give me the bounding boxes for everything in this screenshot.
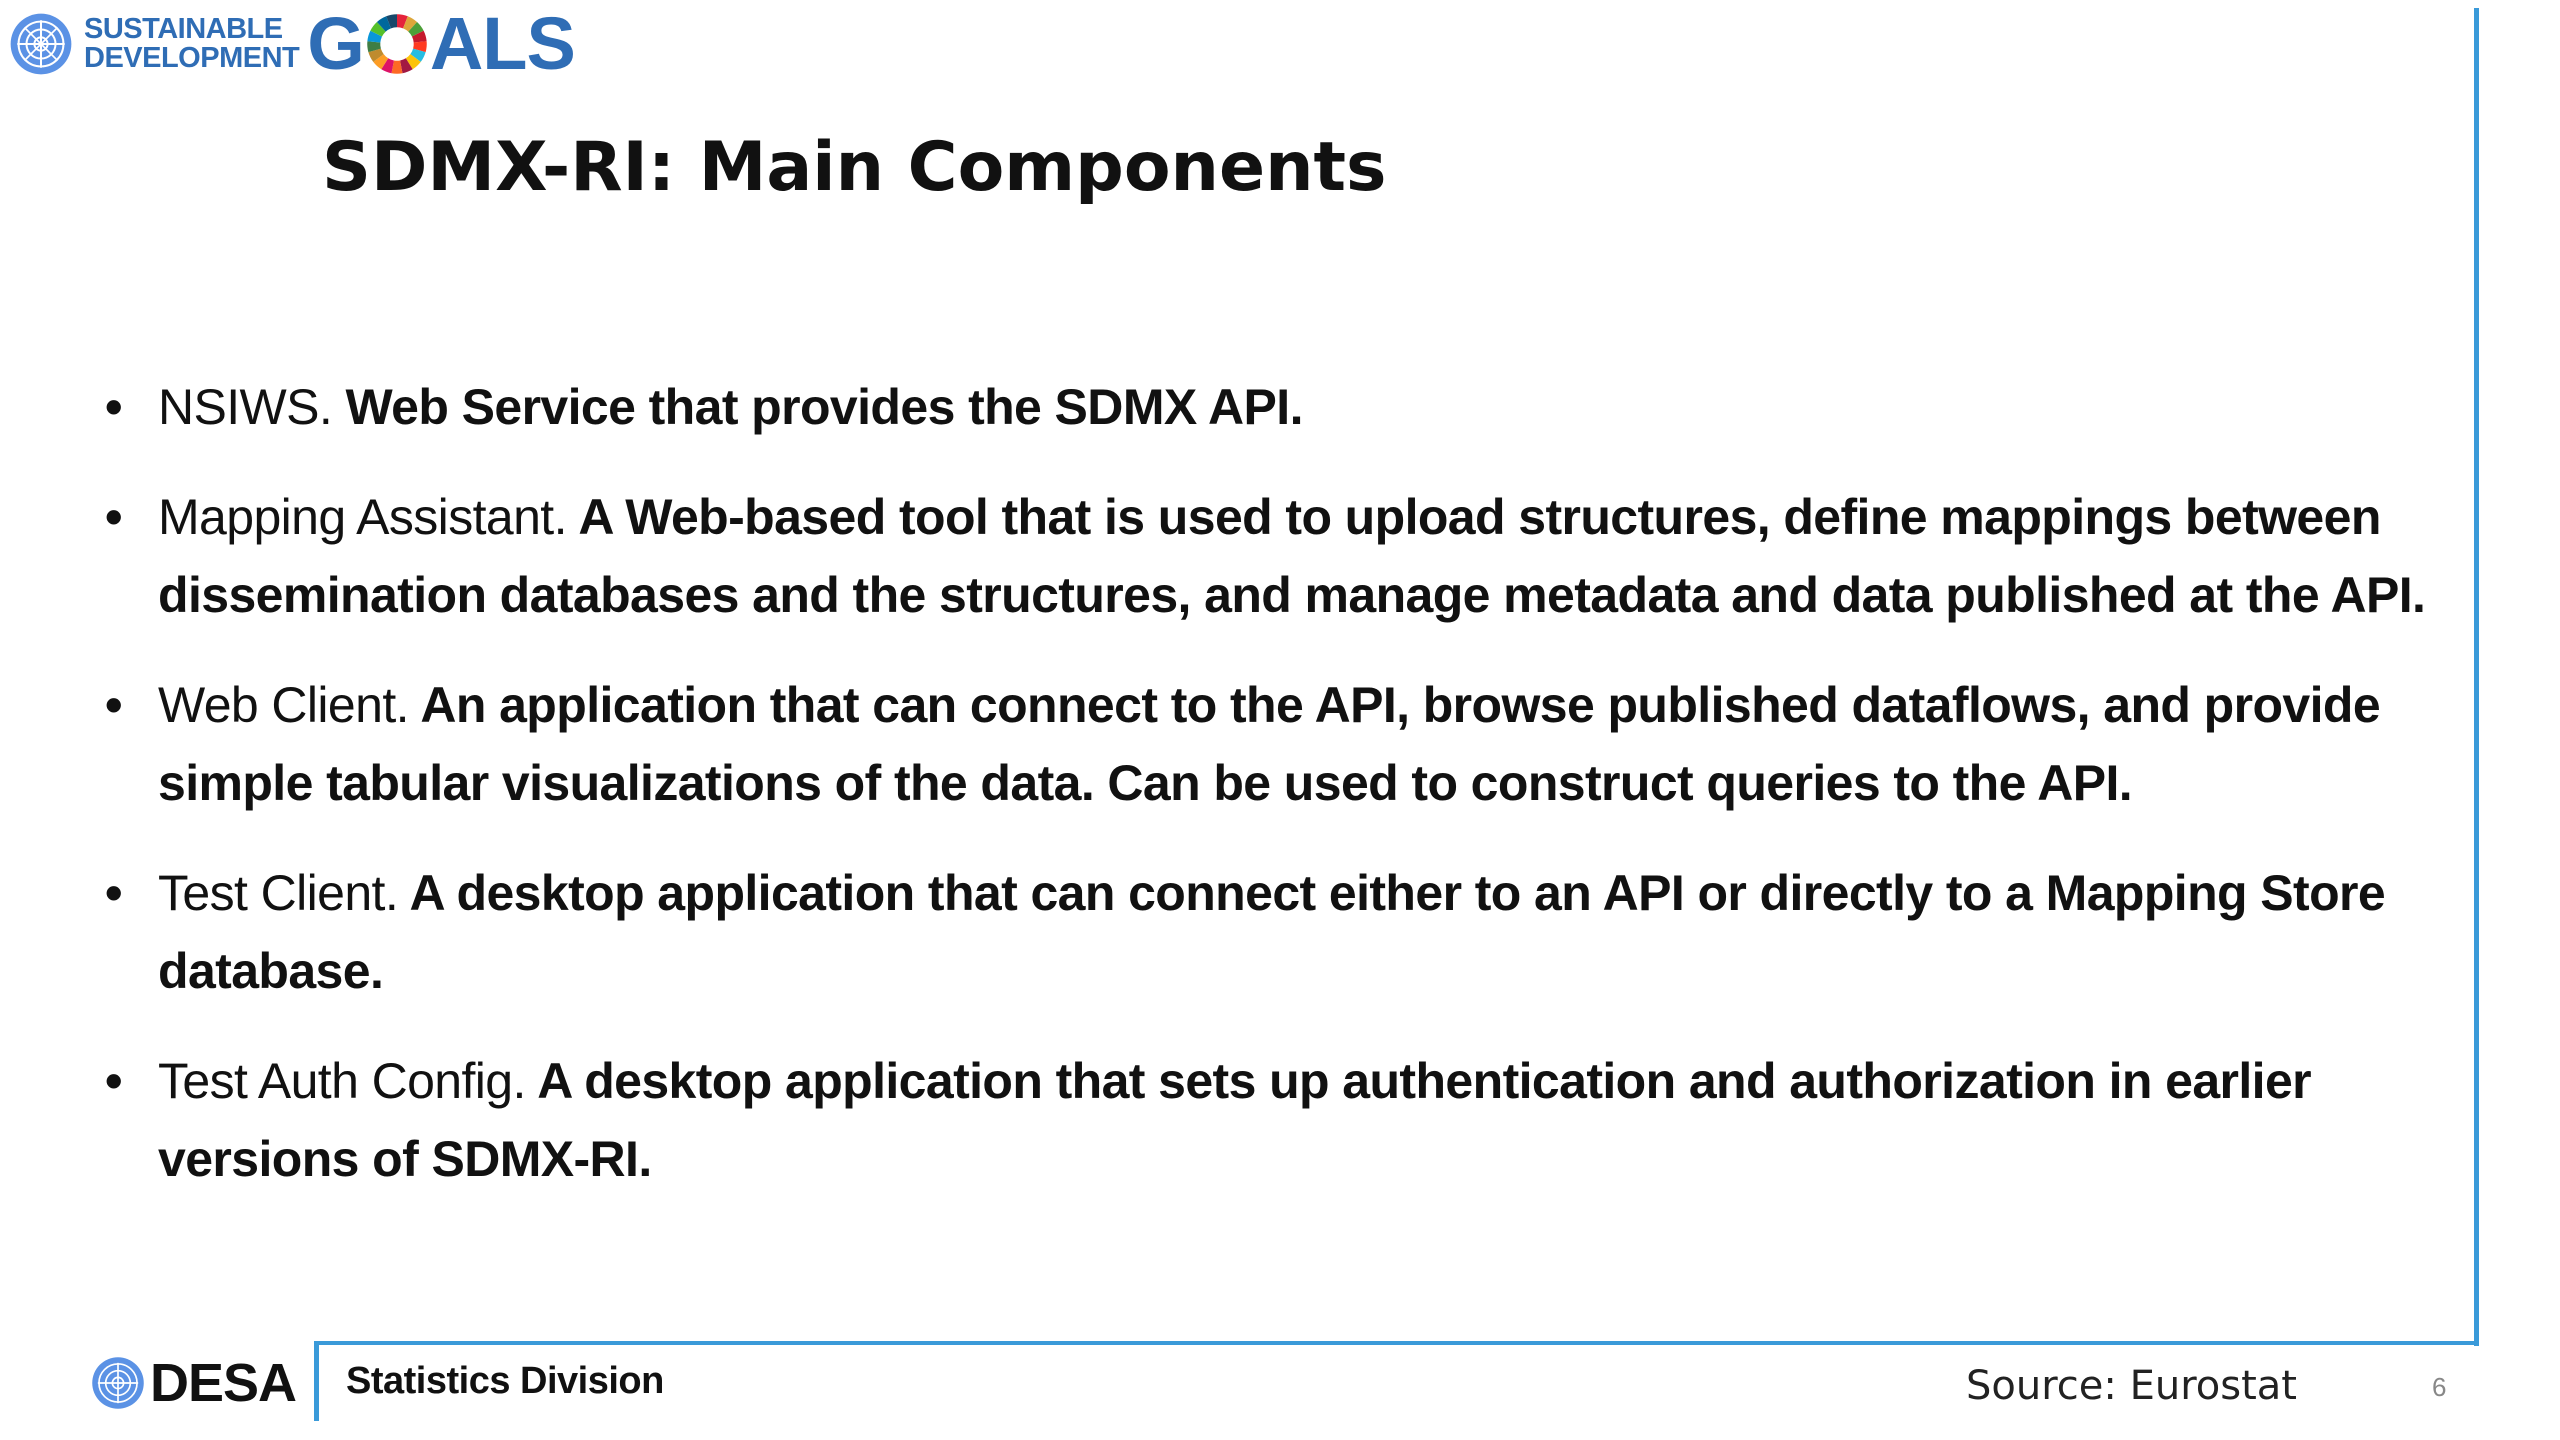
sdg-wheel-segment <box>410 48 426 62</box>
division-label: Statistics Division <box>346 1360 664 1402</box>
bullet-item: • NSIWS. Web Service that provides the SD… <box>105 368 2445 446</box>
desa-logo: DESA <box>90 1352 297 1414</box>
sdg-wheel-segment <box>391 60 403 74</box>
bullet-dot: • <box>105 489 123 545</box>
bullet-text: A desktop application that sets up authe… <box>158 1053 2312 1187</box>
footer-divider <box>314 1341 2479 1345</box>
bullet-item: • Test Client. A desktop application that… <box>105 854 2445 1010</box>
sdg-logo-line1: SUSTAINABLE <box>84 13 283 45</box>
sdg-wheel-segment <box>367 41 381 53</box>
bullet-dot: • <box>105 865 123 921</box>
sdg-wheel-segment <box>412 41 427 53</box>
sdg-logo: SUSTAINABLE DEVELOPMENT G ALS <box>8 2 576 85</box>
slide-title: SDMX-RI: Main Components <box>322 128 1387 207</box>
bullet-item: • Mapping Assistant. A Web-based tool tha… <box>105 478 2445 634</box>
sdg-wheel-segment <box>373 54 389 70</box>
bullet-list: • NSIWS. Web Service that provides the SD… <box>105 368 2445 1230</box>
sdg-wheel-segment <box>368 48 384 62</box>
sdg-wheel-segment <box>376 16 391 32</box>
desa-label: DESA <box>150 1353 297 1413</box>
sdg-wheel-segment <box>370 22 386 37</box>
bullet-text: Web Service that provides the SDMX API. <box>332 379 1303 435</box>
sdg-wheel-segment <box>402 16 417 32</box>
sdg-wheel-segment <box>396 14 408 29</box>
sdg-wheel-segment <box>386 14 397 29</box>
bullet-item: • Web Client. An application that can con… <box>105 666 2445 822</box>
sdg-wheel-segment <box>411 30 427 43</box>
page-number: 6 <box>2432 1372 2447 1402</box>
sdg-logo-wordmark: SUSTAINABLE DEVELOPMENT <box>84 13 300 74</box>
sdg-wheel-segment <box>405 54 421 70</box>
bullet-term: Web Client. <box>158 677 410 733</box>
sdg-wheel-segment <box>367 30 382 43</box>
un-emblem-icon <box>10 13 72 75</box>
sdg-wheel-segment <box>408 22 424 37</box>
un-emblem-icon <box>92 1357 144 1409</box>
bullet-text: A desktop application that can connect e… <box>158 865 2386 999</box>
sdg-wheel-icon <box>367 14 427 74</box>
sdg-wheel-segment <box>399 58 413 74</box>
sdg-logo-line2: DEVELOPMENT <box>84 42 300 74</box>
sdg-wheel-segment <box>381 58 394 74</box>
bullet-dot: • <box>105 677 123 733</box>
sdg-goals-right: ALS <box>429 2 576 85</box>
right-divider <box>2474 8 2479 1346</box>
bullet-term: NSIWS. <box>158 379 333 435</box>
bullet-term: Test Auth Config. <box>158 1053 526 1109</box>
bullet-dot: • <box>105 379 123 435</box>
bullet-text: An application that can connect to the A… <box>158 677 2381 811</box>
sdg-goals-wordmark: G ALS <box>307 2 576 85</box>
bullet-dot: • <box>105 1053 123 1109</box>
bullet-term: Test Client. <box>158 865 399 921</box>
bullet-text: A Web-based tool that is used to upload … <box>158 489 2426 623</box>
bullet-term: Mapping Assistant. <box>158 489 567 545</box>
source-note: Source: Eurostat <box>1966 1363 2297 1409</box>
sdg-goals-left: G <box>307 2 365 85</box>
footer-divider-vertical <box>314 1341 319 1421</box>
bullet-item: • Test Auth Config. A desktop application… <box>105 1042 2445 1198</box>
